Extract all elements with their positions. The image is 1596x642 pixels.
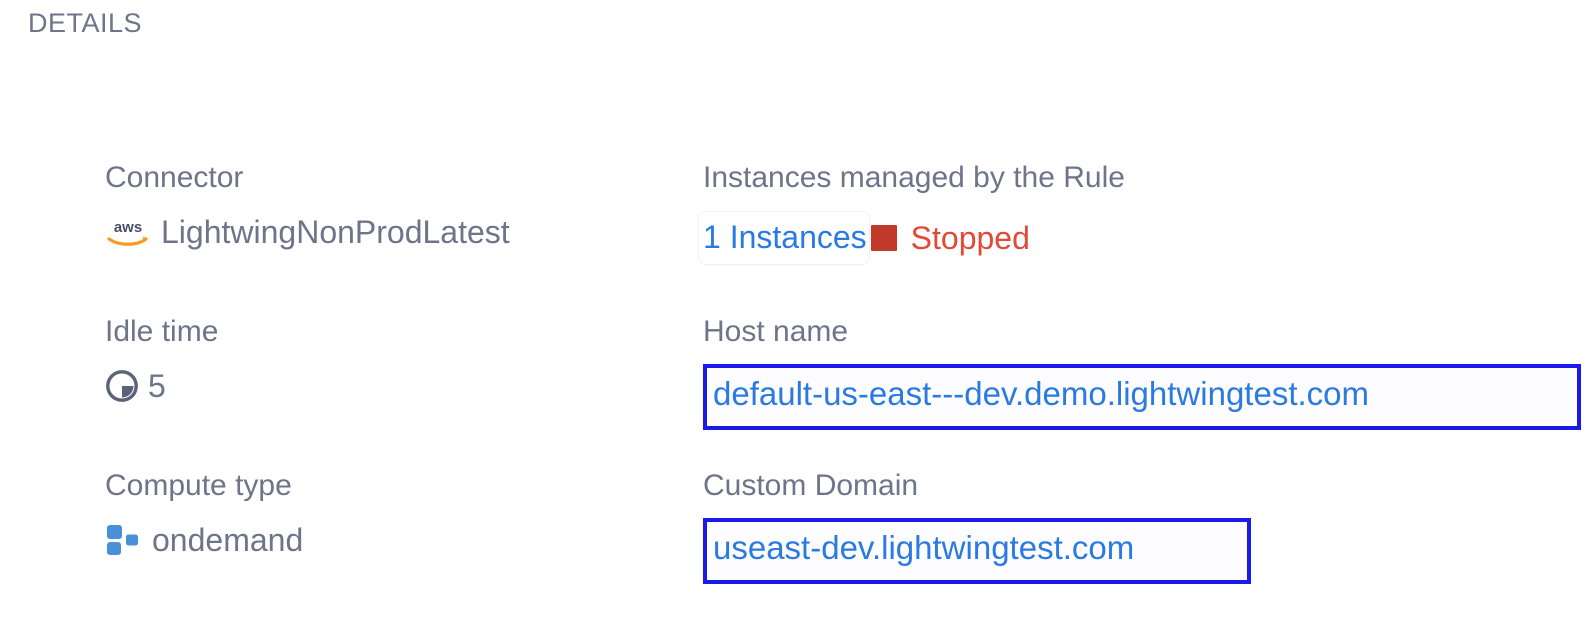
compute-type-value: ondemand — [152, 522, 304, 558]
details-grid: Connector aws LightwingNonProdLatest Ins… — [0, 160, 1596, 622]
custom-domain-highlight-box[interactable]: useast-dev.lightwingtest.com — [703, 518, 1251, 584]
details-row: Connector aws LightwingNonProdLatest Ins… — [0, 160, 1596, 314]
custom-domain-inner: useast-dev.lightwingtest.com — [707, 522, 1247, 580]
instances-label: Instances managed by the Rule — [703, 161, 1125, 194]
clock-icon — [105, 369, 148, 403]
field-connector: Connector aws LightwingNonProdLatest — [105, 160, 510, 252]
field-custom-domain: Custom Domain useast-dev.lightwingtest.c… — [703, 468, 1251, 584]
idle-time-value-row: 5 — [105, 366, 218, 406]
compute-type-value-row: ondemand — [105, 520, 303, 560]
svg-text:aws: aws — [114, 219, 142, 236]
custom-domain-label: Custom Domain — [703, 469, 919, 502]
field-instances: Instances managed by the Rule 1 Instance… — [699, 160, 1125, 264]
field-host-name: Host name default-us-east---dev.demo.lig… — [703, 314, 1581, 430]
field-idle-time: Idle time 5 — [105, 314, 218, 406]
instances-value-row: 1 Instances Stopped — [699, 212, 1125, 264]
status-badge: Stopped — [910, 220, 1030, 256]
blocks-icon — [105, 523, 152, 557]
host-name-highlight-box[interactable]: default-us-east---dev.demo.lightwingtest… — [703, 364, 1581, 430]
custom-domain-link[interactable]: useast-dev.lightwingtest.com — [713, 529, 1135, 566]
connector-value: LightwingNonProdLatest — [161, 214, 510, 250]
connector-value-row: aws LightwingNonProdLatest — [105, 212, 510, 252]
stopped-square-icon — [870, 225, 897, 251]
aws-logo-icon: aws — [105, 215, 151, 249]
connector-label: Connector — [105, 161, 244, 194]
instances-count-link[interactable]: 1 Instances — [699, 212, 869, 264]
host-name-label: Host name — [703, 315, 849, 348]
host-name-link[interactable]: default-us-east---dev.demo.lightwingtest… — [713, 375, 1370, 412]
compute-type-label: Compute type — [105, 469, 292, 502]
field-compute-type: Compute type ondemand — [105, 468, 303, 560]
details-row: Idle time 5 Host name default-us-east---… — [0, 314, 1596, 468]
details-row: Compute type ondemand Custom Domain usea… — [0, 468, 1596, 622]
page-title: DETAILS — [28, 8, 143, 38]
host-name-inner: default-us-east---dev.demo.lightwingtest… — [707, 368, 1577, 426]
idle-time-value: 5 — [148, 368, 166, 404]
idle-time-label: Idle time — [105, 315, 219, 348]
